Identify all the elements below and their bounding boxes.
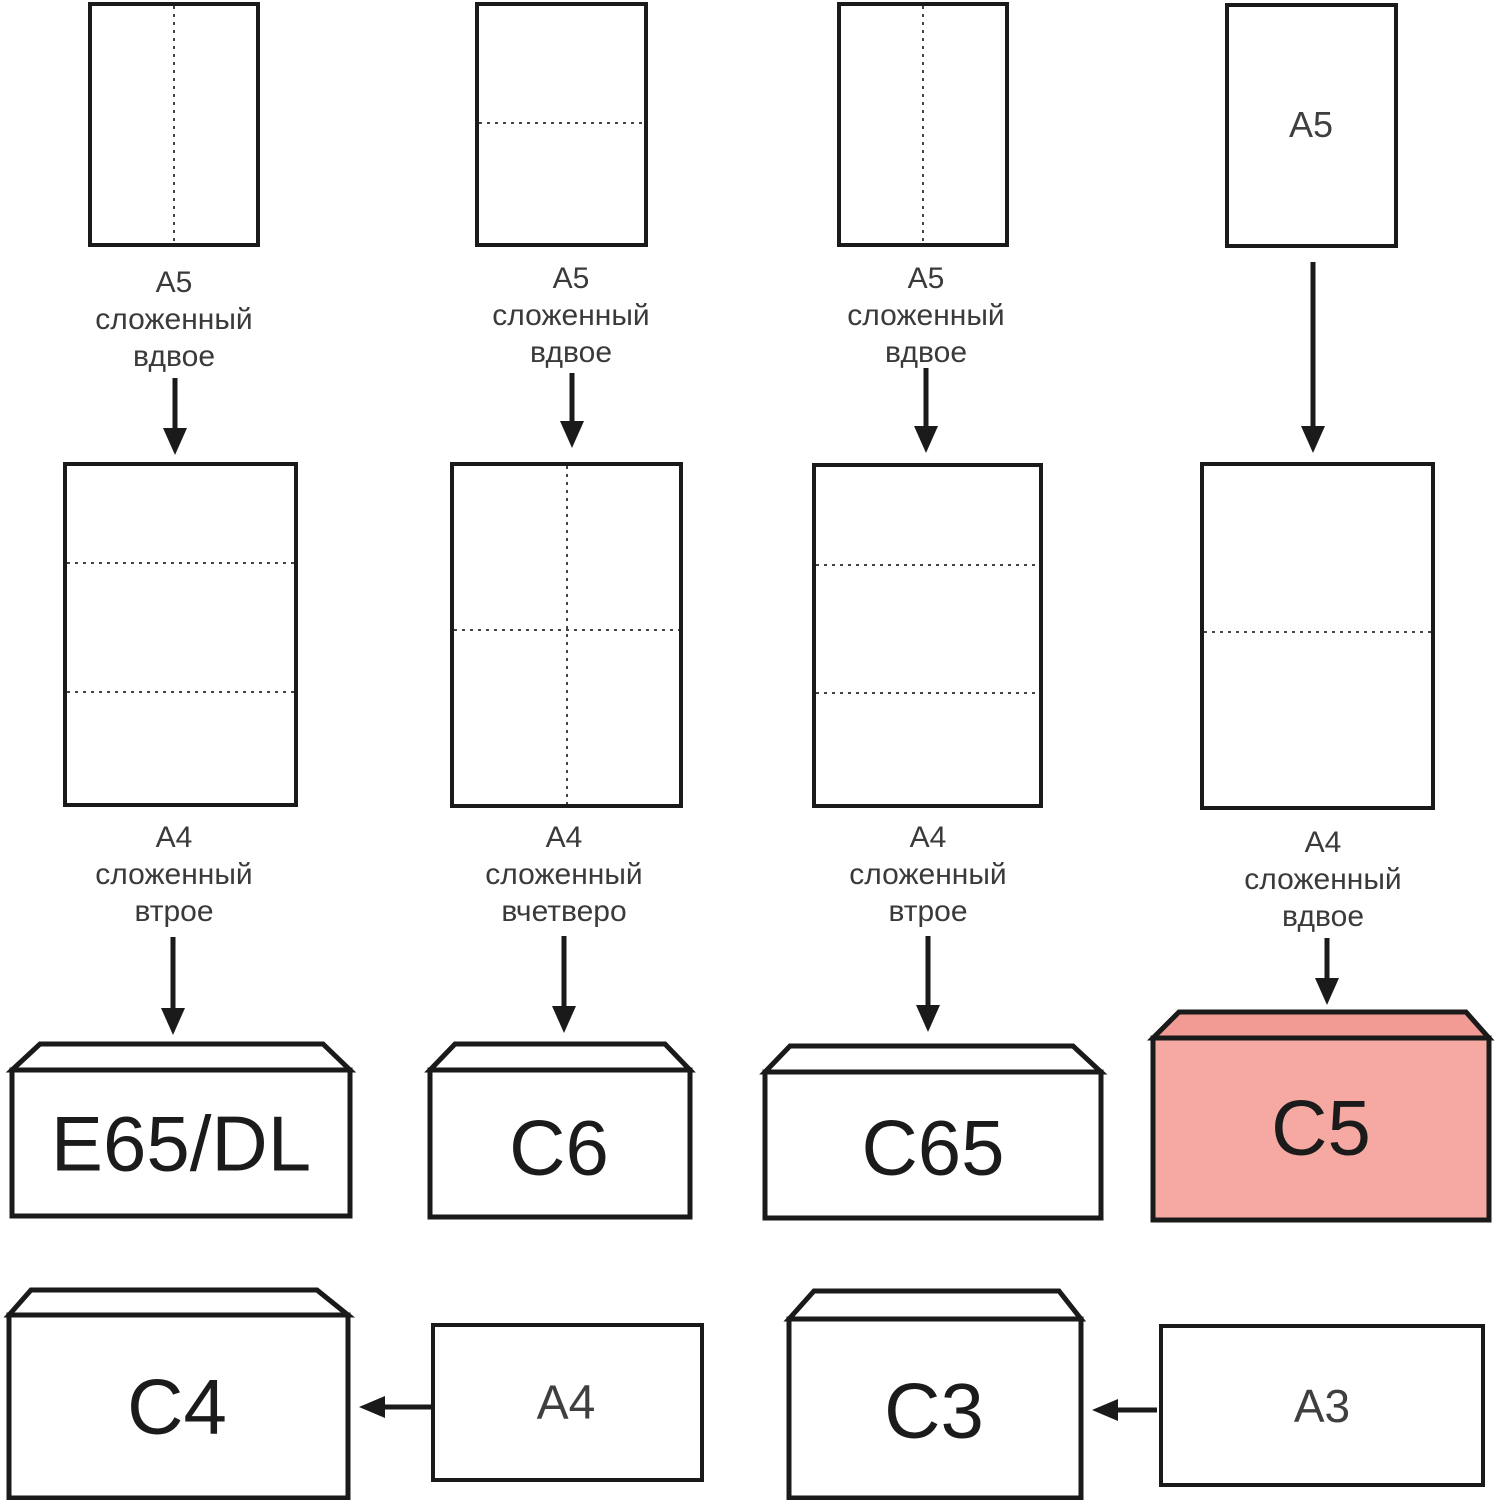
caption-a5-folded-col3: A5 сложенный вдвое [847,260,1004,371]
envelope-c3-body [786,1316,1084,1500]
envelope-e65dl [5,1041,357,1219]
sheet-a5-col4 [1225,3,1398,248]
envelope-e65dl-body [9,1067,353,1219]
arrow-down-col1-row1 [163,378,187,455]
caption-line: A4 [545,821,583,854]
caption-line: A5 [155,266,193,299]
caption-line: втрое [134,895,214,928]
caption-a5-folded-col2: A5 сложенный вдвое [492,260,649,371]
envelope-c6-flap [424,1041,696,1073]
caption-line: втрое [888,895,968,928]
envelope-c5-body [1150,1035,1492,1223]
envelope-c4-body [6,1312,351,1500]
caption-line: A4 [909,821,947,854]
sheet-a4-bottom-label: A4 [536,1376,596,1430]
caption-line: вдвое [529,336,613,369]
envelope-c6 [424,1041,696,1220]
sheet-a4-col3 [812,463,1043,808]
envelope-c4-label: C4 [127,1362,227,1451]
sheet-a4-col1 [63,462,298,807]
caption-line: A4 [1304,826,1342,859]
envelope-c3-flap [783,1288,1087,1322]
envelope-c3 [783,1288,1087,1500]
sheet-a4-col4 [1200,462,1435,810]
caption-a4-folded-col1: A4 сложенный втрое [95,819,252,930]
arrow-down-col4-row1 [1301,262,1325,453]
arrow-down-col3-row1 [914,368,938,453]
envelope-c5-label: C5 [1271,1083,1371,1172]
arrow-down-col4-row2 [1315,938,1339,1005]
envelope-c6-label: C6 [509,1103,609,1192]
envelope-c65-flap [759,1043,1108,1075]
envelope-c5-flap [1146,1009,1495,1041]
envelope-c65 [759,1043,1108,1221]
caption-line: A5 [552,262,590,295]
caption-a4-folded-col4: A4 сложенный вдвое [1244,824,1401,935]
caption-line: вдвое [132,340,216,373]
arrow-left-a4-to-c4 [359,1396,431,1418]
envelope-c5-highlighted [1146,1009,1495,1223]
envelope-e65dl-flap [5,1041,357,1073]
caption-line: сложенный [95,858,253,891]
caption-line: вчетверо [501,895,627,928]
caption-line: сложенный [492,299,650,332]
envelope-c4 [3,1287,356,1500]
envelope-c3-label: C3 [884,1366,984,1455]
arrow-down-col1-row2 [161,937,185,1035]
caption-a5-folded-col1: A5 сложенный вдвое [95,264,252,375]
caption-a4-folded-col2: A4 сложенный вчетверо [485,819,642,930]
caption-a4-folded-col3: A4 сложенный втрое [849,819,1006,930]
caption-line: вдвое [1281,900,1365,933]
caption-line: сложенный [485,858,643,891]
sheet-a5-col4-label: A5 [1288,104,1334,145]
caption-line: сложенный [847,299,1005,332]
arrow-down-col2-row2 [552,936,576,1033]
envelope-c6-body [427,1067,693,1220]
envelope-e65dl-label: E65/DL [50,1099,312,1188]
sheet-a3-bottom-label: A3 [1293,1380,1351,1432]
sheet-a5-col1 [88,2,260,247]
sheet-a3-bottom [1159,1324,1485,1487]
arrow-left-a3-to-c3 [1092,1399,1157,1421]
sheet-a5-col3 [837,2,1009,247]
caption-line: вдвое [884,336,968,369]
sheet-a4-bottom [431,1323,704,1482]
caption-line: сложенный [1244,863,1402,896]
caption-line: сложенный [849,858,1007,891]
envelope-c4-flap [3,1287,356,1318]
caption-line: A5 [907,262,945,295]
envelope-c65-body [762,1069,1104,1221]
caption-line: сложенный [95,303,253,336]
caption-line: A4 [155,821,193,854]
sheet-a5-col2 [475,2,648,247]
arrow-down-col2-row1 [560,373,584,448]
envelope-c65-label: C65 [861,1103,1005,1192]
arrow-down-col3-row2 [916,936,940,1032]
